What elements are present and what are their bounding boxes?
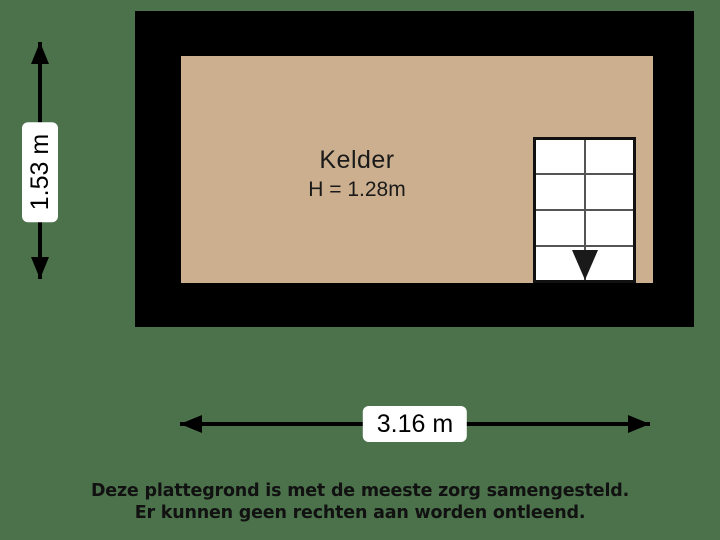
horizontal-dimension-arrow-left-icon — [180, 415, 202, 433]
disclaimer-line-2: Er kunnen geen rechten aan worden ontlee… — [134, 503, 586, 523]
horizontal-dimension-label: 3.16 m — [362, 406, 468, 442]
horizontal-dimension-arrow-right-icon — [628, 415, 650, 433]
vertical-dimension-arrow-up-icon — [31, 42, 49, 64]
stair-direction-arrow-icon — [571, 250, 598, 280]
vertical-dimension-arrow-down-icon — [31, 257, 49, 279]
disclaimer-text: Deze plattegrond is met de meeste zorg s… — [0, 480, 720, 524]
stairs-symbol — [533, 137, 636, 283]
stair-center-divider — [583, 140, 586, 280]
vertical-dimension-label: 1.53 m — [22, 121, 58, 223]
disclaimer-line-1: Deze plattegrond is met de meeste zorg s… — [90, 481, 630, 501]
